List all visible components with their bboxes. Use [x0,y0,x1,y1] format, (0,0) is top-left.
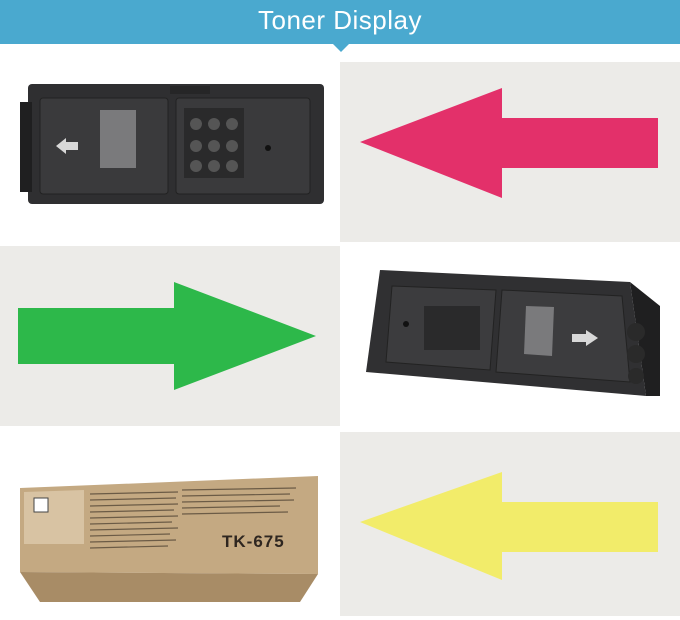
toner-box-image: TK-675 [0,432,340,616]
arrow-left-pink [360,88,658,198]
toner-cartridge-angled-image [340,246,680,426]
arrow-panel-2 [0,246,340,426]
header-banner: Toner Display [0,0,680,44]
arrow-left-yellow [360,472,658,580]
arrow-right-green [18,282,316,390]
banner-pointer [333,44,349,52]
box-model-label: TK-675 [222,532,285,551]
arrow-panel-3 [340,432,680,616]
page-title: Toner Display [257,5,422,35]
arrow-panel-1 [340,62,680,242]
toner-cartridge-front-image [0,62,340,242]
